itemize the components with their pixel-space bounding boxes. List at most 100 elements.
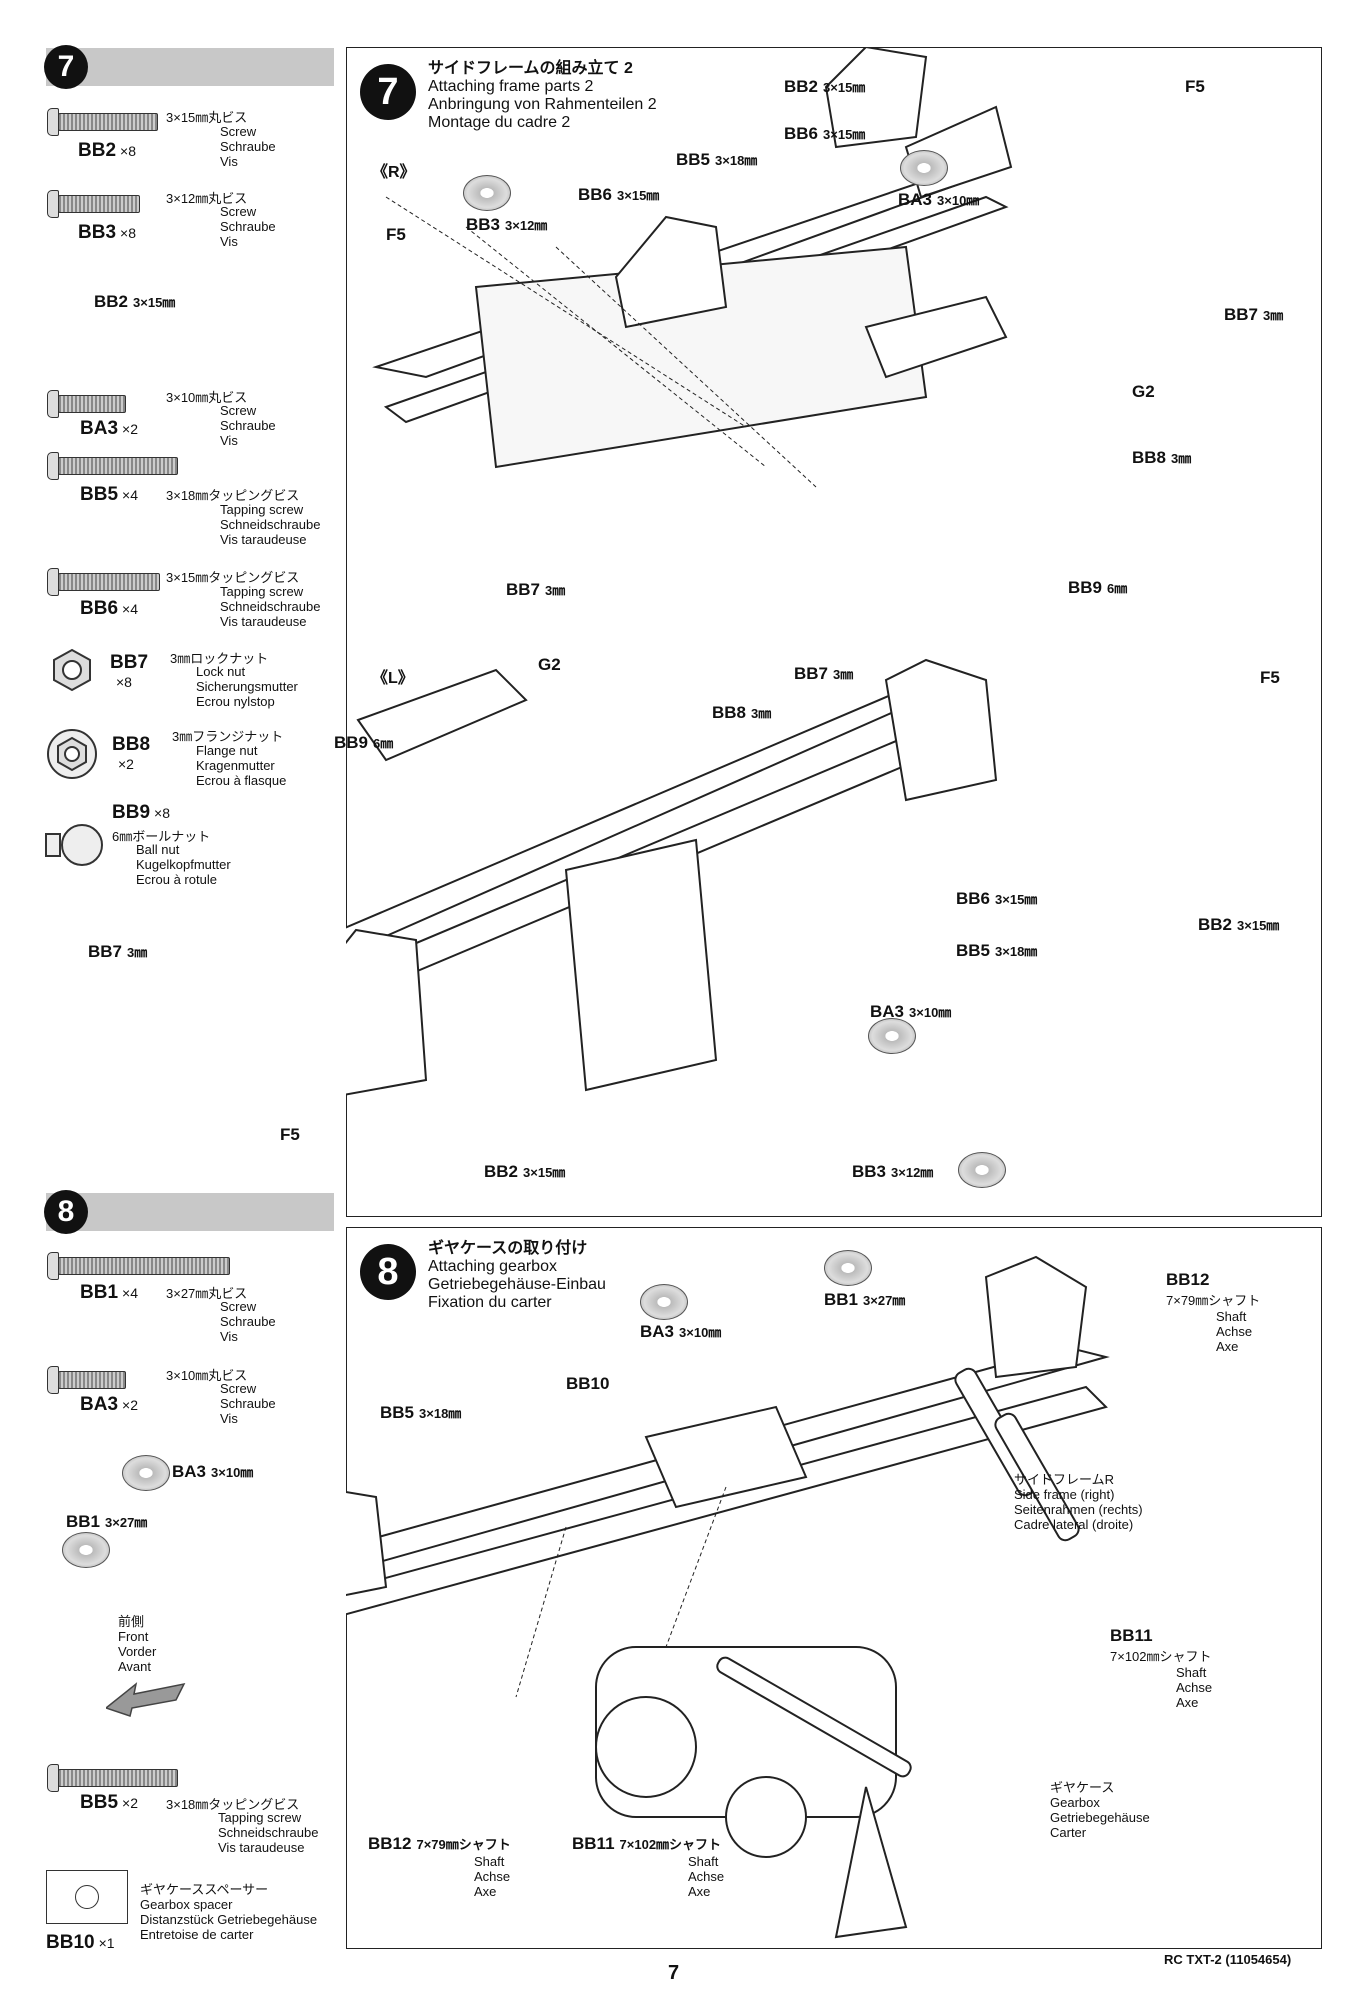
legend-desc-fr: Vis [220, 1411, 238, 1426]
screw-shank-icon [58, 457, 178, 475]
callout-code: BB10 [566, 1374, 610, 1393]
screw-shank-icon [58, 1371, 126, 1389]
screw-shank-icon [58, 573, 160, 591]
callout-spec: 3×27㎜ [863, 1293, 906, 1308]
flange-nut-icon [47, 729, 97, 779]
callout-g2: G2 [1132, 382, 1155, 402]
callout-desc-fr: Axe [688, 1884, 711, 1899]
callout-spec: 3×18㎜ [995, 944, 1038, 959]
callout-code: BB2 [484, 1162, 519, 1181]
callout-code: F5 [1260, 668, 1280, 687]
callout-code: BB11 [572, 1834, 615, 1853]
title-jp: ギヤケースの取り付け [428, 1240, 588, 1257]
callout-code: BB5 [380, 1403, 415, 1422]
legend-code: BB3 [78, 222, 117, 243]
callout-bb10: BB10 [566, 1374, 609, 1394]
ball-nut-icon [45, 824, 103, 866]
step7-frame-right-drawing [372, 47, 1013, 488]
legend-desc-en: Tapping screw [220, 502, 304, 517]
callout-code: BB2 [784, 77, 819, 96]
legend-code: BB7 [110, 652, 149, 673]
callout-spec: 3㎜ [545, 583, 566, 598]
legend-qty: ×2 [122, 1795, 138, 1811]
callout-desc-en: Shaft [688, 1854, 719, 1869]
callout-code: BB7 [794, 664, 829, 683]
legend-size: 3×15㎜丸ビス [166, 110, 248, 125]
screw-shank-icon [58, 113, 158, 131]
callout-spec: 7×79㎜シャフト [1166, 1293, 1261, 1308]
legend-code: BB2 [78, 140, 117, 161]
step7-panel-number: 7 [360, 64, 416, 120]
bearing-ba3-icon [640, 1284, 688, 1320]
step7-frame-left-drawing [346, 658, 998, 1096]
callout-f5: F5 [1185, 77, 1205, 97]
legend-qty: ×4 [122, 487, 138, 503]
lock-nut-icon [53, 648, 91, 692]
step7-number-badge: 7 [44, 45, 88, 89]
legend-desc-fr: Ecrou à flasque [196, 773, 287, 788]
callout-spec: 3×15㎜ [523, 1165, 566, 1180]
legend-qty: ×8 [120, 143, 136, 159]
legend-qty: ×4 [122, 1285, 138, 1301]
page-number: 7 [668, 1962, 680, 1984]
callout-code: BB9 [1068, 578, 1103, 597]
legend-desc-fr: Vis [220, 154, 238, 169]
screw-shank-icon [58, 395, 126, 413]
step8-header-bar [46, 1193, 334, 1231]
title-en: Attaching gearbox [428, 1258, 557, 1275]
legend-code: BB5 [80, 484, 119, 505]
legend-desc-fr: Vis taraudeuse [220, 532, 307, 547]
callout-desc-de: Achse [474, 1869, 511, 1884]
callout-code: BB7 [1224, 305, 1259, 324]
gearbox-jp: ギヤケース [1050, 1780, 1115, 1795]
legend-desc-en: Screw [220, 403, 257, 418]
callout-spec: 3㎜ [751, 706, 772, 721]
callout-code: G2 [538, 655, 561, 674]
view-left-label: 《L》 [372, 670, 414, 687]
screw-shank-icon [58, 195, 140, 213]
legend-qty: ×8 [120, 225, 136, 241]
callout-spec: 3×12㎜ [505, 218, 548, 233]
callout-code: BB1 [66, 1512, 101, 1531]
legend-qty: ×2 [118, 756, 134, 772]
legend-desc-de: Schneidschraube [220, 517, 321, 532]
front-arrow-icon [106, 1682, 186, 1717]
callout-spec: 3×15㎜ [133, 295, 176, 310]
legend-size: 3×10㎜丸ビス [166, 390, 248, 405]
legend-desc-de: Kragenmutter [196, 758, 275, 773]
legend-code: BB6 [80, 598, 119, 619]
callout-spec: 3×18㎜ [715, 153, 758, 168]
legend-size: 3×18㎜タッピングビス [166, 1797, 300, 1812]
callout-spec: 3×15㎜ [1237, 918, 1280, 933]
callout-spec: 6㎜ [373, 736, 394, 751]
callout-g2: G2 [538, 655, 561, 675]
legend-qty: ×4 [122, 601, 138, 617]
model-code: RC TXT-2 (11054654) [1164, 1952, 1292, 1967]
legend-qty: ×2 [122, 1397, 138, 1413]
legend-desc-de: Schraube [220, 139, 276, 154]
legend-qty: ×1 [98, 1935, 115, 1951]
bearing-ba3-icon [900, 150, 948, 186]
legend-desc-en: Gearbox spacer [140, 1897, 233, 1912]
bearing-bb3-icon [463, 175, 511, 211]
legend-desc-fr: Vis [220, 234, 238, 249]
callout-desc-fr: Axe [1176, 1695, 1199, 1710]
legend-code: BA3 [80, 1394, 119, 1415]
callout-spec: 3×15㎜ [995, 892, 1038, 907]
title-fr: Montage du cadre 2 [428, 114, 571, 131]
callout-desc-de: Achse [1176, 1680, 1213, 1695]
callout-code: BB9 [334, 733, 369, 752]
